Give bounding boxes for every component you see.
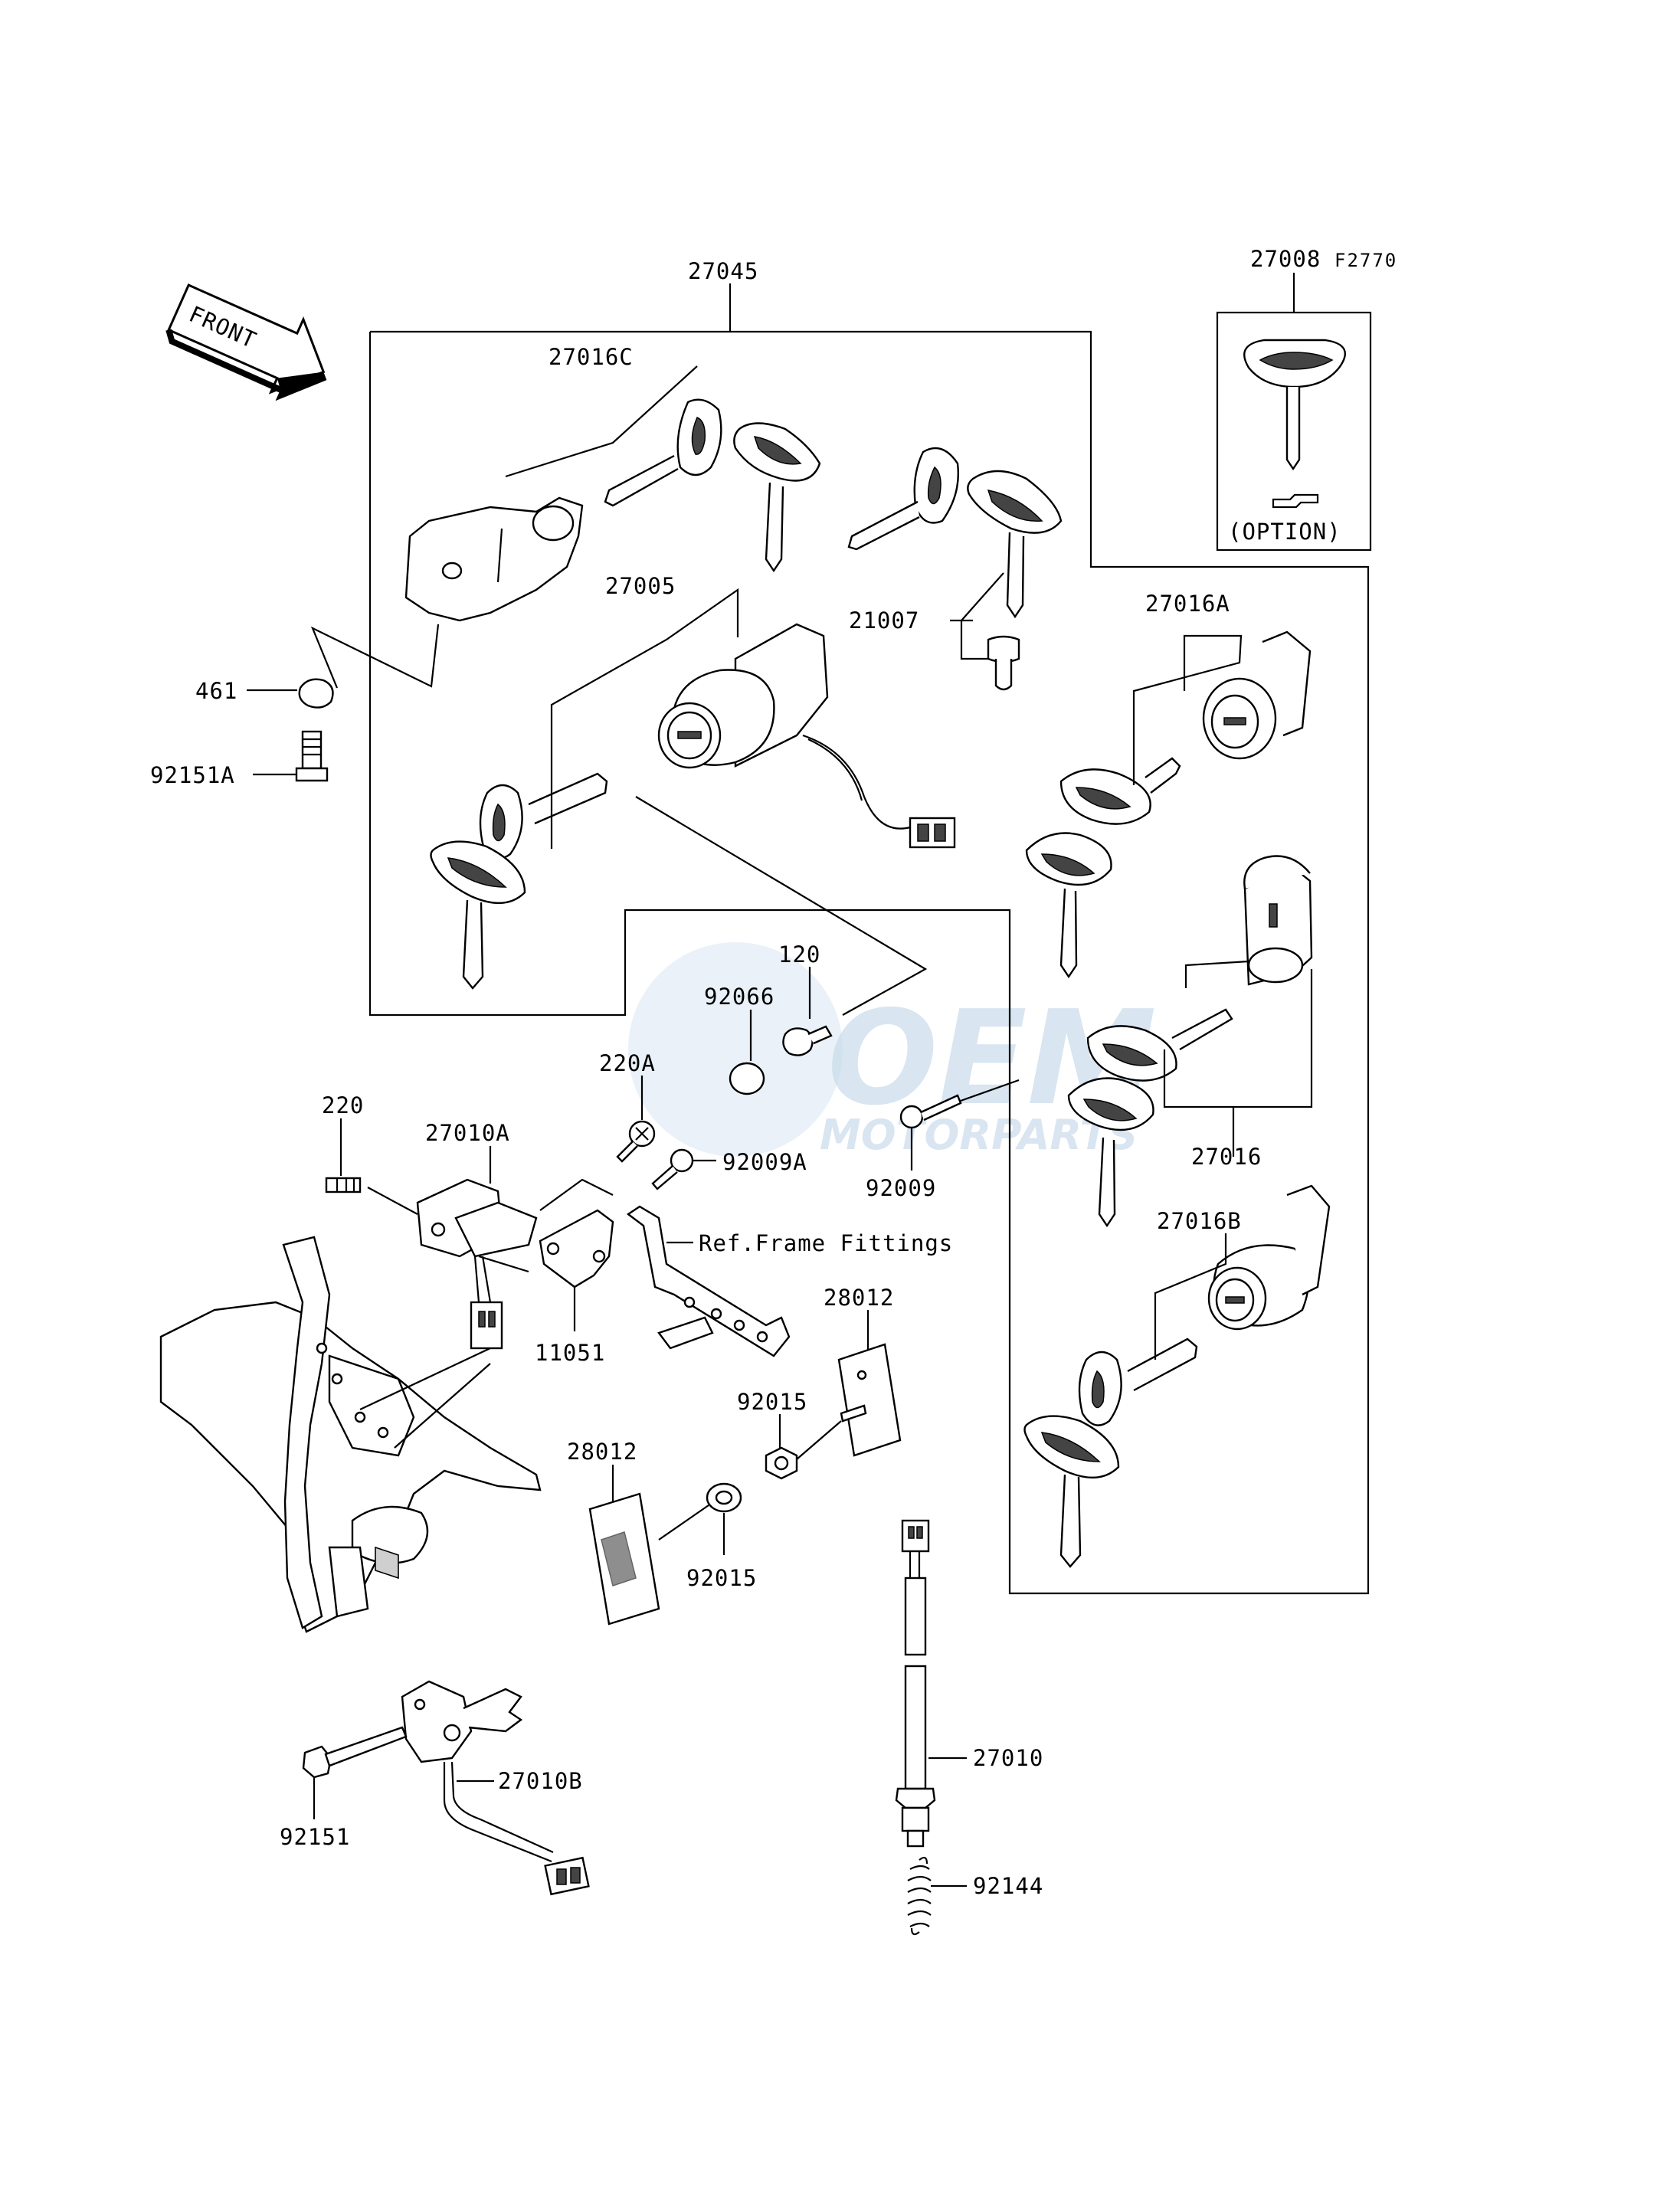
part-27005 bbox=[430, 588, 956, 1016]
label-92015-upper: 92015 bbox=[737, 1389, 807, 1415]
label-27016A: 27016A bbox=[1145, 591, 1230, 617]
label-92009A: 92009A bbox=[722, 1149, 807, 1175]
figure-code: F2770 bbox=[1335, 250, 1397, 271]
part-92144 bbox=[907, 1856, 967, 1936]
label-220: 220 bbox=[322, 1092, 364, 1118]
part-92009A bbox=[651, 1148, 716, 1190]
label-27016B: 27016B bbox=[1157, 1208, 1242, 1234]
part-27010B bbox=[401, 1680, 590, 1896]
part-27016B bbox=[1023, 1184, 1331, 1568]
label-461: 461 bbox=[195, 678, 237, 704]
label-92015-lower: 92015 bbox=[686, 1565, 757, 1591]
part-92066 bbox=[729, 1010, 765, 1095]
motorcycle-frame bbox=[159, 1236, 542, 1633]
part-220 bbox=[325, 1118, 362, 1193]
label-option: (OPTION) bbox=[1228, 519, 1341, 545]
label-ref-frame-fittings: Ref.Frame Fittings bbox=[699, 1230, 953, 1256]
part-28012-lower bbox=[588, 1465, 660, 1626]
label-28012-lower: 28012 bbox=[567, 1439, 637, 1465]
label-11051: 11051 bbox=[535, 1340, 605, 1366]
label-28012-upper: 28012 bbox=[824, 1285, 894, 1311]
label-21007: 21007 bbox=[849, 607, 919, 634]
part-92151 bbox=[302, 1726, 408, 1819]
label-92066: 92066 bbox=[704, 984, 775, 1010]
part-92015-upper bbox=[765, 1414, 842, 1480]
part-27016 bbox=[1067, 855, 1313, 1228]
label-92144: 92144 bbox=[973, 1873, 1043, 1899]
label-27010B: 27010B bbox=[498, 1768, 583, 1794]
part-461 bbox=[247, 624, 440, 709]
label-27016: 27016 bbox=[1191, 1144, 1262, 1170]
label-27005: 27005 bbox=[605, 573, 676, 599]
part-27010 bbox=[895, 1519, 967, 1848]
front-arrow-icon: FRONT bbox=[165, 283, 327, 401]
part-220A bbox=[616, 1076, 656, 1163]
part-28012-upper bbox=[837, 1310, 902, 1457]
option-key-box bbox=[1216, 273, 1372, 552]
label-27045: 27045 bbox=[688, 258, 758, 284]
label-27008: 27008 bbox=[1250, 246, 1321, 272]
part-21007 bbox=[847, 447, 1063, 691]
label-220A: 220A bbox=[599, 1050, 656, 1076]
label-27010A: 27010A bbox=[425, 1120, 510, 1146]
label-27010: 27010 bbox=[973, 1745, 1043, 1771]
part-11051 bbox=[539, 1178, 614, 1331]
label-92009: 92009 bbox=[866, 1175, 936, 1201]
part-92015-lower bbox=[658, 1482, 742, 1555]
part-27010A bbox=[367, 1146, 538, 1350]
label-120: 120 bbox=[778, 941, 820, 968]
label-92151A: 92151A bbox=[150, 762, 235, 788]
kit-27045-bracket bbox=[368, 283, 1370, 1595]
part-27016C bbox=[404, 365, 821, 622]
part-92151A bbox=[253, 730, 329, 782]
part-120 bbox=[782, 967, 833, 1056]
part-27016A bbox=[1025, 630, 1312, 979]
watermark: OEM MOTORPARTS bbox=[628, 942, 1157, 1159]
part-92009 bbox=[899, 1079, 1020, 1171]
label-92151: 92151 bbox=[280, 1824, 350, 1850]
label-27016C: 27016C bbox=[549, 344, 634, 370]
frame-bracket bbox=[626, 1205, 791, 1357]
